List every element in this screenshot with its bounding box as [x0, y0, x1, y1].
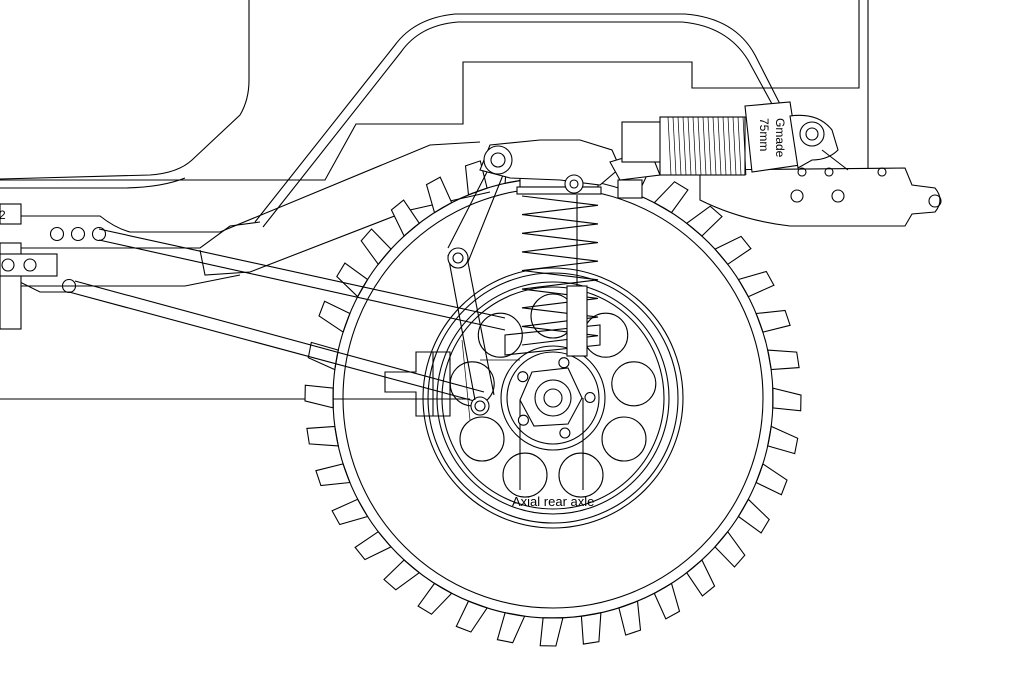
- shock-length-label: 75mm: [757, 118, 771, 151]
- tread-block: [755, 309, 791, 333]
- track-bar: [447, 169, 504, 401]
- tread-block: [580, 612, 602, 645]
- tread-block: [336, 262, 369, 298]
- shock-coil: [707, 116, 712, 176]
- tread-block: [539, 617, 564, 647]
- tread-block: [383, 559, 421, 591]
- rim-hole: [558, 452, 604, 498]
- shock-coil: [682, 116, 687, 176]
- upper-link: [98, 228, 506, 331]
- rim-hole: [601, 416, 647, 462]
- tread-block: [653, 582, 681, 620]
- tread-block: [685, 205, 723, 237]
- tread-block: [425, 176, 453, 214]
- body-panel: [0, 0, 869, 181]
- tread-block: [417, 582, 453, 615]
- tread-block: [714, 235, 752, 266]
- tread-block: [496, 612, 526, 644]
- shock-coil: [732, 116, 737, 176]
- wheel-rim: [422, 267, 684, 529]
- lug-nut: [559, 427, 571, 439]
- shock-coil: [722, 116, 727, 176]
- tread-block: [653, 181, 689, 214]
- shock-coil: [737, 116, 742, 176]
- tread-block: [354, 530, 392, 561]
- tread-block: [304, 384, 334, 409]
- shock-coil: [677, 116, 682, 176]
- tread-block: [737, 270, 775, 298]
- shock-coil: [687, 116, 692, 176]
- lug-nut: [517, 371, 529, 383]
- tread-block: [315, 463, 351, 487]
- tread-block: [714, 530, 746, 568]
- tread-block: [737, 498, 770, 534]
- tread-block: [685, 559, 716, 597]
- tread-block: [307, 341, 339, 371]
- tread-block: [767, 425, 799, 455]
- body-outline: [0, 0, 250, 189]
- axle-label: Axial rear axle: [512, 494, 594, 509]
- lug-nut: [584, 391, 596, 404]
- shock-brand-label: Gmade: [773, 118, 787, 158]
- lug-nut: [517, 414, 529, 426]
- wheel-hub: [519, 367, 584, 490]
- lug-nut: [558, 357, 570, 369]
- chassis-bracket: [699, 167, 942, 227]
- tread-block: [772, 387, 802, 412]
- shock-coil: [727, 116, 732, 176]
- frame-rail: [0, 141, 491, 400]
- shock-coil: [717, 116, 722, 176]
- tread-block: [360, 228, 392, 266]
- rim-hole: [459, 416, 505, 462]
- shock-coil: [692, 116, 697, 176]
- rim-hole: [477, 312, 523, 358]
- rim-hole: [611, 361, 657, 407]
- tread-block: [767, 349, 800, 371]
- tread-block: [455, 600, 488, 633]
- tread-block: [306, 425, 339, 447]
- shock-coil: [697, 116, 702, 176]
- fender-arch: [254, 13, 783, 228]
- tread-block: [618, 600, 642, 636]
- shock-coil: [742, 116, 747, 176]
- tread-block: [318, 300, 351, 333]
- shock-absorber: [621, 101, 849, 176]
- shock-coil: [702, 116, 707, 176]
- tread-block: [390, 199, 421, 237]
- tread-block: [331, 498, 369, 526]
- tread-block: [755, 463, 788, 496]
- lower-link: [68, 280, 490, 416]
- lug-nuts: [517, 357, 596, 439]
- rim-hole: [502, 452, 548, 498]
- coil-spring: [516, 175, 602, 357]
- rear-crossmember: [0, 203, 58, 330]
- frame-mount-holes: [49, 226, 107, 294]
- shock-coil: [667, 116, 672, 176]
- shock-coil: [672, 116, 677, 176]
- edge-mark: 2: [0, 208, 6, 222]
- shock-coil: [712, 116, 717, 176]
